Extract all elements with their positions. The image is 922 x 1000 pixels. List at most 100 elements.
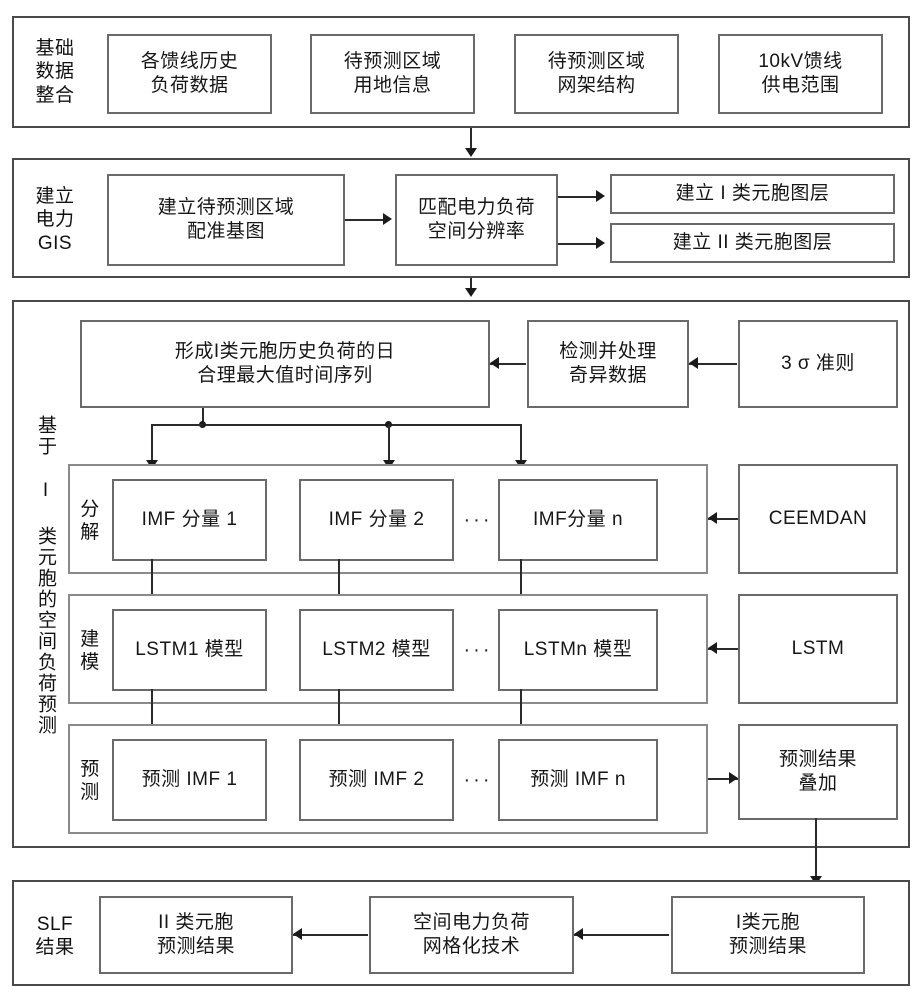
box-detect-handle-outliers[interactable]: 检测并处理 奇异数据 — [527, 320, 689, 408]
connector-match-to-class1 — [558, 196, 596, 198]
box-spatial-load-gridding-technique[interactable]: 空间电力负荷 网格化技术 — [369, 896, 574, 974]
box-target-area-grid-structure[interactable]: 待预测区域 网架结构 — [514, 34, 679, 114]
connector-class1-to-gridding — [574, 934, 669, 936]
box-predict-imf-n[interactable]: 预测 IMF n — [498, 739, 658, 821]
bus-drop-from-series — [202, 408, 204, 426]
connector-ceemdan-to-imfn — [708, 518, 738, 520]
connector-predn-to-superpose — [708, 778, 738, 780]
group-label-line: 测 — [80, 782, 100, 803]
bus-branch-col1 — [151, 424, 153, 462]
box-imf-component-2[interactable]: IMF 分量 2 — [299, 479, 454, 561]
box-imf-component-1[interactable]: IMF 分量 1 — [112, 479, 267, 561]
arrow-gridding-to-class2 — [293, 928, 302, 940]
box-label: LSTM2 模型 — [322, 638, 431, 660]
stage-power-gis: 建立 电力 GIS 建立待预测区域 配准基图 匹配电力负荷 空间分辨率 建立 I… — [12, 158, 910, 278]
ellipsis-text: ··· — [463, 638, 493, 661]
box-label: LSTMn 模型 — [523, 638, 633, 660]
box-build-class2-cell-layer[interactable]: 建立 II 类元胞图层 — [610, 223, 895, 263]
stage-power-gis-caption: 建立 电力 GIS — [20, 174, 90, 266]
bus-branch-col2 — [388, 424, 390, 462]
group-prediction: 预 测 预测 IMF 1 预测 IMF 2 ··· 预测 IMF n — [68, 724, 708, 834]
box-lstm1-model[interactable]: LSTM1 模型 — [112, 609, 267, 691]
box-label: IMF 分量 2 — [328, 508, 425, 530]
box-lstm[interactable]: LSTM — [738, 594, 898, 704]
box-predict-imf-2[interactable]: 预测 IMF 2 — [299, 739, 454, 821]
connector-stage2-stage3 — [470, 278, 472, 292]
arrow-stage1-stage2 — [465, 148, 477, 157]
box-line2: 负荷数据 — [150, 75, 229, 96]
arrow-predn-to-superpose — [729, 772, 738, 784]
box-line1: 3 σ 准则 — [781, 352, 855, 374]
group-modeling: 建 模 LSTM1 模型 LSTM2 模型 ··· LSTMn 模型 — [68, 594, 708, 704]
box-superpose-prediction-results[interactable]: 预测结果 叠加 — [738, 724, 898, 820]
stage-slf-result: SLF 结果 II 类元胞 预测结果 空间电力负荷 网格化技术 I类元胞 预测结… — [12, 880, 910, 986]
arrow-basemap-to-match — [383, 213, 392, 225]
group-label-line: 模 — [80, 652, 100, 673]
box-target-area-landuse-info[interactable]: 待预测区域 用地信息 — [310, 34, 475, 114]
group-decomposition: 分 解 IMF 分量 1 IMF 分量 2 ··· IMF分量 n — [68, 464, 708, 574]
box-lstmn-model[interactable]: LSTMn 模型 — [498, 609, 658, 691]
box-line2: 叠加 — [798, 773, 838, 794]
ellipsis-text: ··· — [463, 768, 493, 791]
group-modeling-label: 建 模 — [75, 622, 105, 680]
bus-branch-col1-h — [151, 424, 203, 426]
bus-branch-col3 — [520, 424, 522, 462]
arrow-match-to-class1 — [596, 190, 605, 202]
box-label: LSTM — [791, 637, 845, 659]
link-lstm2-to-pred2 — [338, 689, 340, 737]
box-line1: 建立 II 类元胞图层 — [672, 231, 833, 253]
stage-slf-caption: SLF 结果 — [22, 908, 88, 964]
connector-sigma-to-outliers — [689, 363, 737, 365]
group-label-line: 建 — [80, 628, 100, 650]
box-build-class1-cell-layer[interactable]: 建立 I 类元胞图层 — [610, 174, 895, 214]
box-line1: 预测结果 — [778, 748, 857, 770]
box-line1: 匹配电力负荷 — [417, 196, 535, 218]
box-class2-cell-prediction-result[interactable]: II 类元胞 预测结果 — [99, 896, 293, 974]
link-lstmn-to-predn — [520, 689, 522, 737]
ellipsis-modeling: ··· — [458, 636, 498, 664]
box-label: IMF分量 n — [532, 508, 624, 530]
box-line1: 检测并处理 — [559, 340, 657, 362]
stage-data-integration-caption: 基础 数据 整合 — [20, 26, 90, 118]
box-line1: II 类元胞 — [158, 911, 234, 933]
caption-line: 结果 — [35, 937, 75, 958]
box-imf-component-n[interactable]: IMF分量 n — [498, 479, 658, 561]
group-label-line: 预 — [80, 758, 100, 780]
box-three-sigma-rule[interactable]: 3 σ 准则 — [738, 320, 898, 408]
box-line1: 各馈线历史 — [140, 50, 239, 72]
caption-line: 电力 — [35, 209, 75, 231]
connector-match-to-class2 — [558, 243, 596, 245]
connector-stage3-stage4 — [815, 818, 817, 884]
box-line2: 预测结果 — [728, 936, 807, 957]
box-lstm2-model[interactable]: LSTM2 模型 — [299, 609, 454, 691]
link-imf2-to-lstm2 — [338, 559, 340, 609]
connector-outliers-to-series — [490, 363, 526, 365]
box-line2: 合理最大值时间序列 — [197, 365, 373, 386]
box-match-load-spatial-resolution[interactable]: 匹配电力负荷 空间分辨率 — [395, 174, 558, 266]
box-feeder-history-load-data[interactable]: 各馈线历史 负荷数据 — [107, 34, 272, 114]
caption-line: 整合 — [35, 84, 75, 106]
box-line1: 待预测区域 — [343, 50, 442, 72]
box-10kv-feeder-supply-range[interactable]: 10kV馈线 供电范围 — [718, 34, 883, 114]
arrow-class1-to-gridding — [574, 928, 583, 940]
group-label-line: 分 — [80, 498, 100, 520]
box-label: LSTM1 模型 — [135, 638, 244, 660]
box-label: CEEMDAN — [768, 507, 868, 529]
arrow-stage2-stage3 — [465, 288, 477, 297]
box-label: 预测 IMF n — [530, 768, 626, 790]
ellipsis-prediction: ··· — [458, 766, 498, 794]
box-line1: 空间电力负荷 — [412, 911, 530, 933]
box-daily-reasonable-max-series[interactable]: 形成I类元胞历史负荷的日 合理最大值时间序列 — [80, 320, 490, 408]
box-build-registration-base-map[interactable]: 建立待预测区域 配准基图 — [107, 174, 345, 266]
box-predict-imf-1[interactable]: 预测 IMF 1 — [112, 739, 267, 821]
caption-line: 基础 — [35, 38, 75, 60]
connector-gridding-to-class2 — [293, 934, 368, 936]
caption-line: GIS — [37, 232, 73, 254]
arrow-sigma-to-outliers — [689, 357, 698, 369]
caption-line: SLF — [36, 913, 74, 935]
box-line2: 用地信息 — [353, 75, 432, 96]
caption-line: 建立 — [35, 186, 75, 208]
box-class1-cell-prediction-result[interactable]: I类元胞 预测结果 — [671, 896, 865, 974]
box-ceemdan[interactable]: CEEMDAN — [738, 464, 898, 574]
